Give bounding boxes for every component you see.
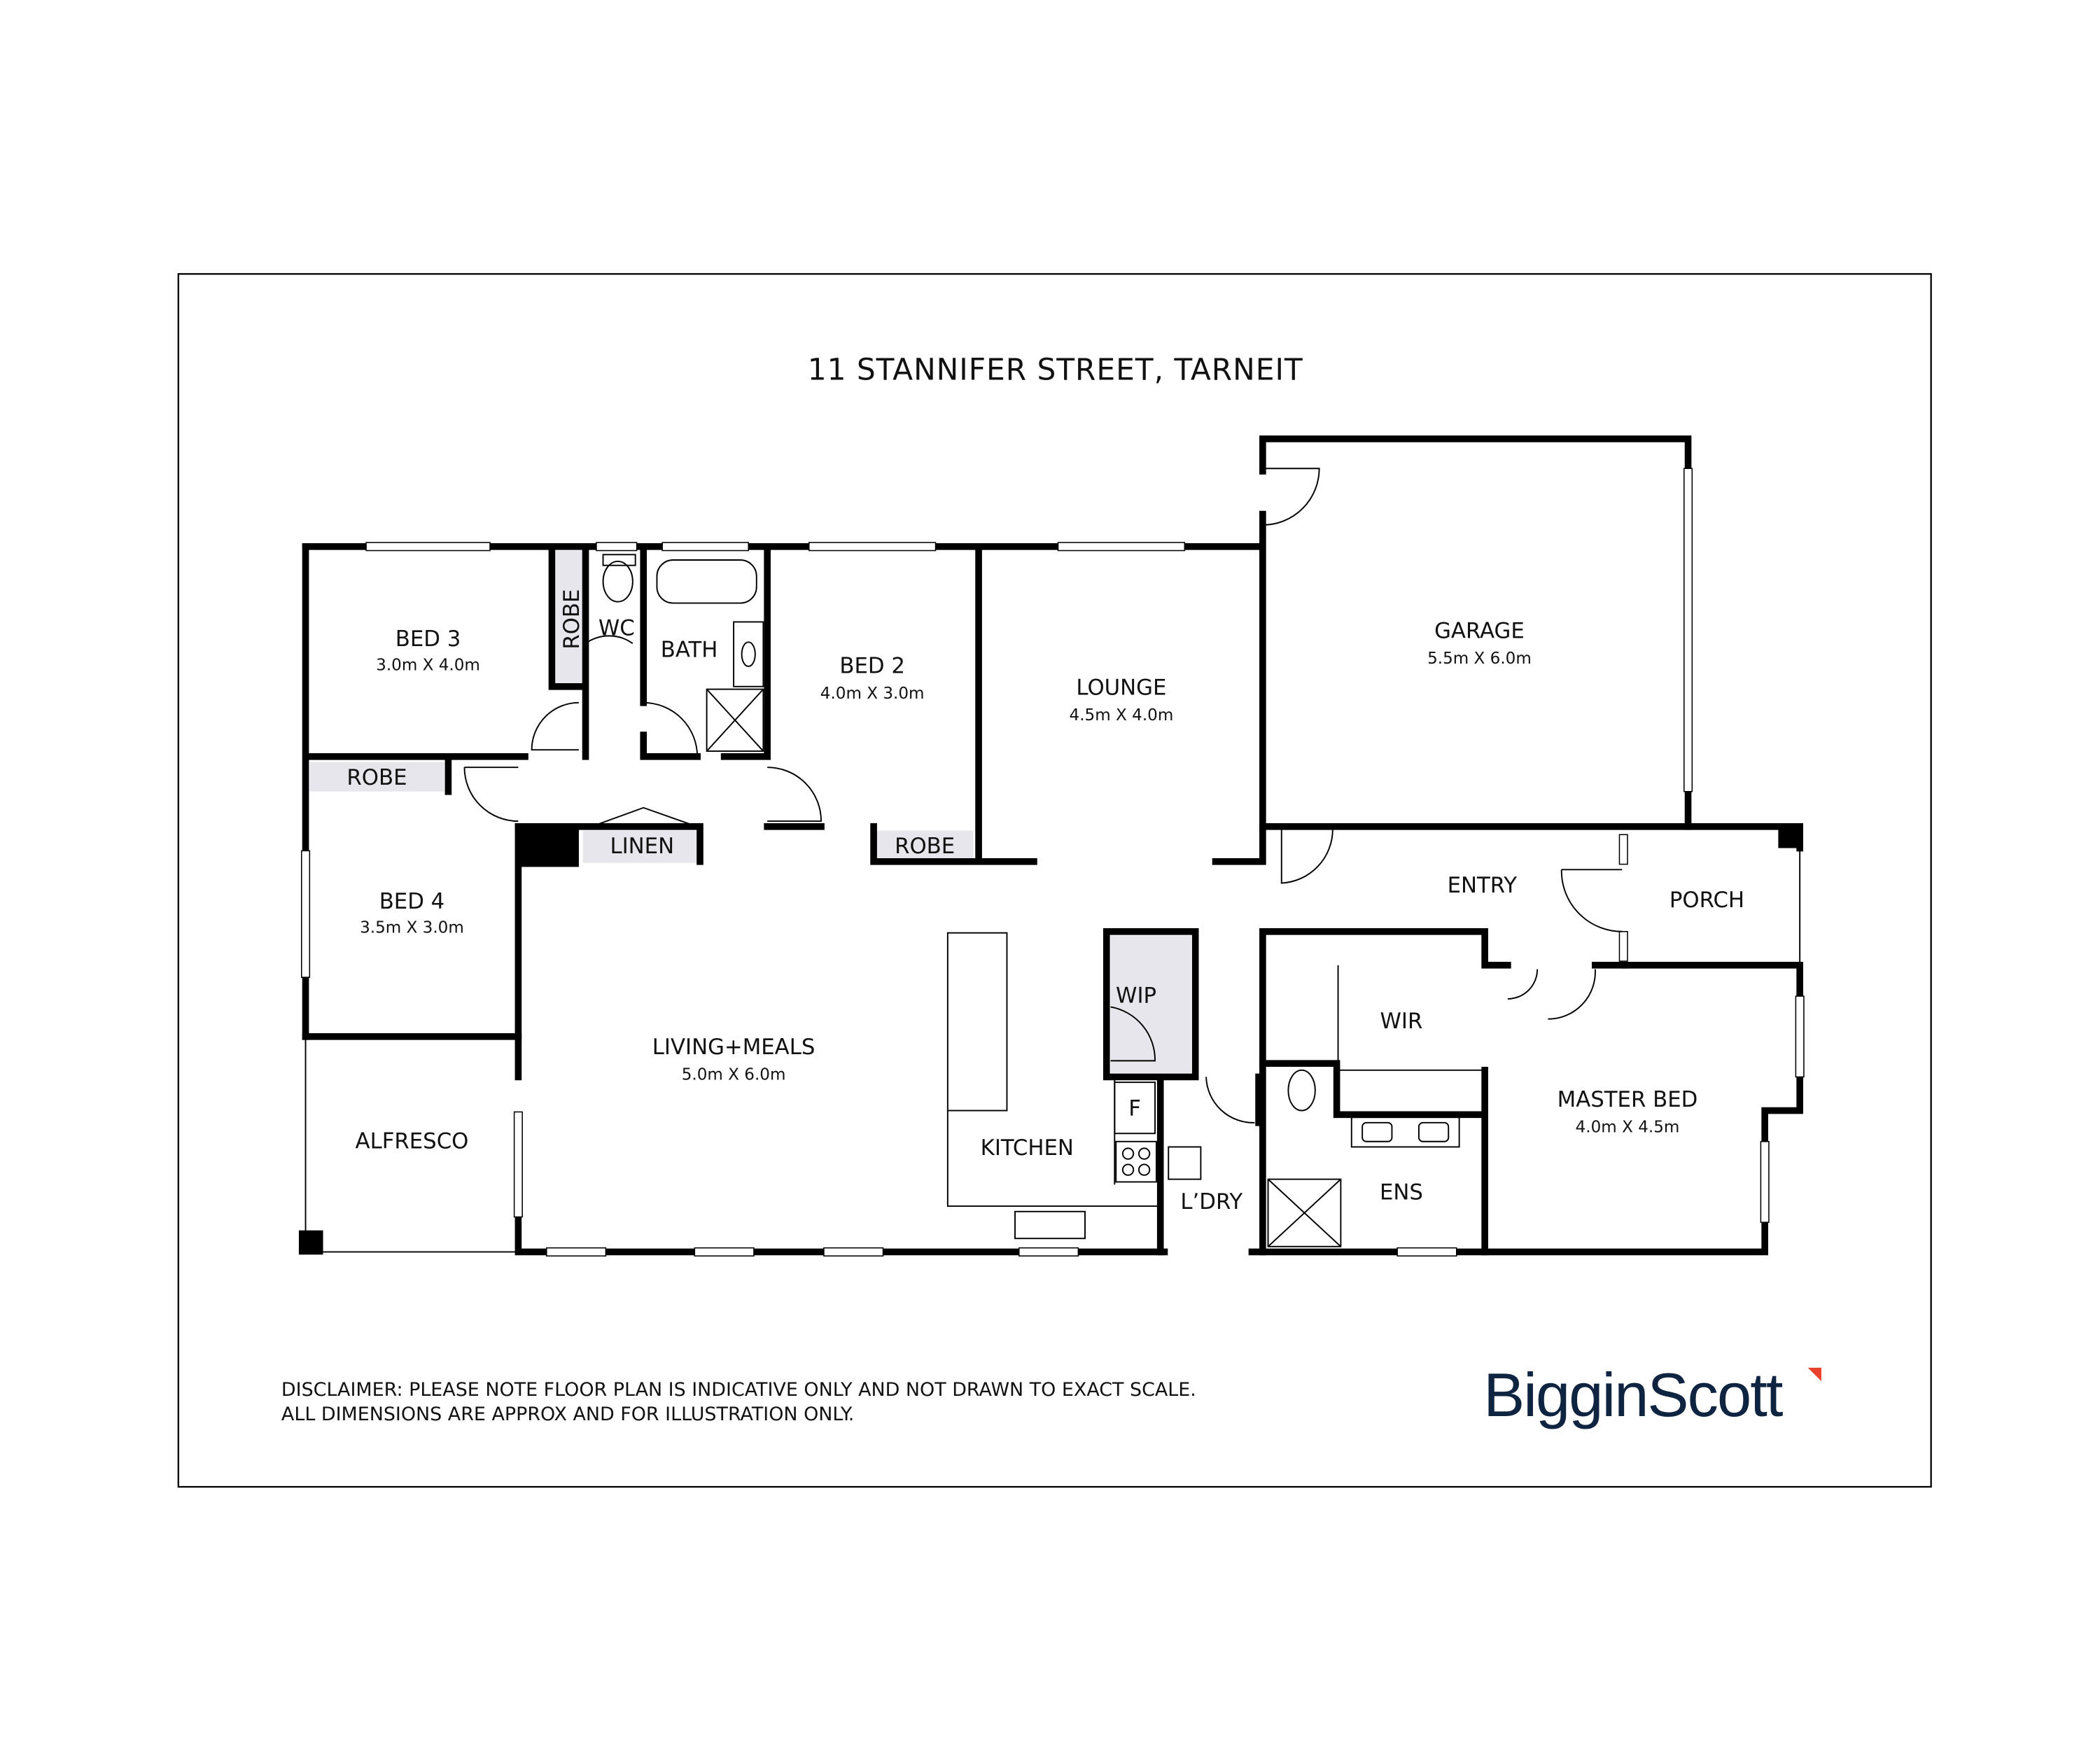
robe-bed2-label: ROBE — [895, 834, 955, 859]
master-label: MASTER BED — [1558, 1087, 1698, 1112]
thin-lines — [304, 848, 1801, 1253]
ensuite-label: ENS — [1380, 1180, 1423, 1205]
lounge-label: LOUNGE — [1076, 675, 1166, 700]
robe-bed3-label: ROBE — [559, 589, 584, 650]
wir-label: WIR — [1380, 1009, 1423, 1034]
living-dims: 5.0m X 6.0m — [682, 1065, 786, 1084]
fixtures — [602, 554, 1460, 1247]
bed4-dims: 3.5m X 3.0m — [360, 919, 464, 937]
wip-label: WIP — [1116, 983, 1156, 1009]
doors — [463, 468, 1623, 1124]
laundry-label: L’DRY — [1180, 1189, 1242, 1214]
linen-label: LINEN — [610, 834, 674, 859]
logo-accent-triangle — [1807, 1367, 1821, 1382]
bed3-label: BED 3 — [396, 626, 461, 652]
bath-label: BATH — [661, 637, 718, 662]
fridge-label: F — [1128, 1096, 1141, 1121]
alfresco-label: ALFRESCO — [356, 1128, 469, 1154]
master-dims: 4.0m X 4.5m — [1576, 1118, 1680, 1136]
bed4-label: BED 4 — [379, 889, 445, 914]
room-labels: BED 3 3.0m X 4.0m ROBE WC BATH BED 2 4.0… — [346, 589, 1744, 1214]
disclaimer-line-1: DISCLAIMER: PLEASE NOTE FLOOR PLAN IS IN… — [281, 1379, 1196, 1401]
disclaimer-line-2: ALL DIMENSIONS ARE APPROX AND FOR ILLUST… — [281, 1404, 854, 1425]
living-label: LIVING+MEALS — [652, 1035, 816, 1060]
robe-bed4-label: ROBE — [346, 765, 407, 790]
frame-border — [177, 273, 1932, 1488]
bed2-dims: 4.0m X 3.0m — [820, 685, 925, 703]
brand-logo: BigginScott — [1483, 1360, 1821, 1429]
kitchen-label: KITCHEN — [981, 1135, 1074, 1161]
entry-label: ENTRY — [1448, 873, 1518, 898]
bed2-label: BED 2 — [839, 654, 905, 679]
wc-label: WC — [598, 616, 635, 641]
garage-label: GARAGE — [1434, 619, 1525, 644]
storage-shading — [309, 550, 1191, 1073]
lounge-dims: 4.5m X 4.0m — [1070, 706, 1174, 724]
plan-title: 11 STANNIFER STREET, TARNEIT — [808, 352, 1303, 386]
walls — [298, 435, 1803, 1256]
bed3-dims: 3.0m X 4.0m — [376, 657, 480, 675]
windows — [301, 468, 1805, 1256]
logo-text: BigginScott — [1483, 1360, 1783, 1429]
garage-dims: 5.5m X 6.0m — [1427, 650, 1532, 668]
porch-label: PORCH — [1670, 888, 1744, 913]
